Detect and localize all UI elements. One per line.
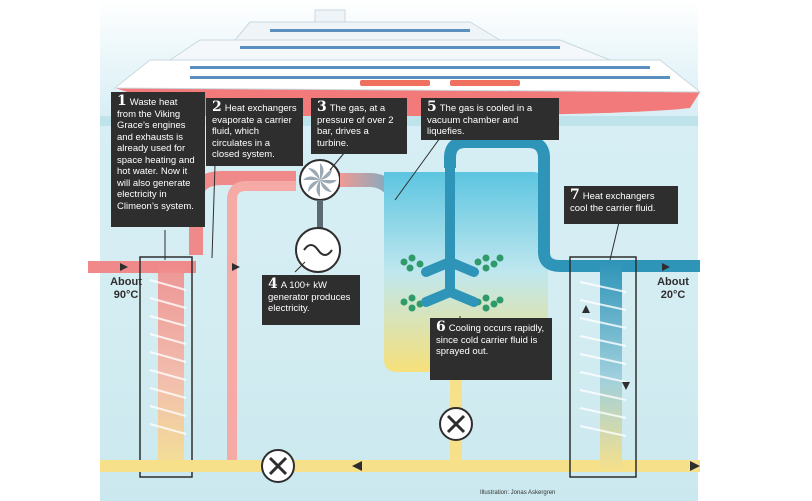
cold-temperature-prefix: About [657, 276, 689, 288]
callout-5-number: 5 [427, 99, 437, 115]
callout-2-number: 2 [212, 99, 222, 115]
callout-1-text: Waste heat from the Viking Grace’s engin… [117, 97, 195, 212]
callout-1-number: 1 [117, 93, 127, 109]
callout-5-text: The gas is cooled in a vacuum chamber an… [427, 103, 533, 137]
pointer-lines [164, 137, 621, 330]
callout-3-text: The gas, at a pressure of over 2 bar, dr… [317, 103, 394, 149]
cold-temperature-label: About 20°C [650, 276, 696, 302]
callout-3-number: 3 [317, 99, 327, 115]
callout-6-text: Cooling occurs rapidly, since cold carri… [436, 323, 545, 357]
cold-temperature-value: 20°C [660, 289, 686, 301]
callout-6-number: 6 [436, 319, 446, 335]
hot-temperature-value: 90°C [113, 289, 139, 301]
callout-7-number: 7 [570, 187, 580, 203]
callout-2-text: Heat exchangers evaporate a carrier flui… [212, 103, 297, 160]
pump-middle [439, 407, 473, 441]
hot-temperature-prefix: About [110, 276, 142, 288]
ship [113, 9, 702, 117]
illustration-credit: Illustration: Jonas Askergren [480, 490, 556, 496]
generator [295, 227, 341, 273]
cold-circuit [352, 136, 700, 478]
pump-lower-left [261, 449, 295, 483]
callout-7-text: Heat exchangers cool the carrier fluid. [570, 191, 656, 214]
hot-temperature-label: About 90°C [104, 276, 148, 302]
callout-4-text: A 100+ kW generator produces electricity… [268, 280, 351, 314]
callout-4-number: 4 [268, 276, 278, 292]
